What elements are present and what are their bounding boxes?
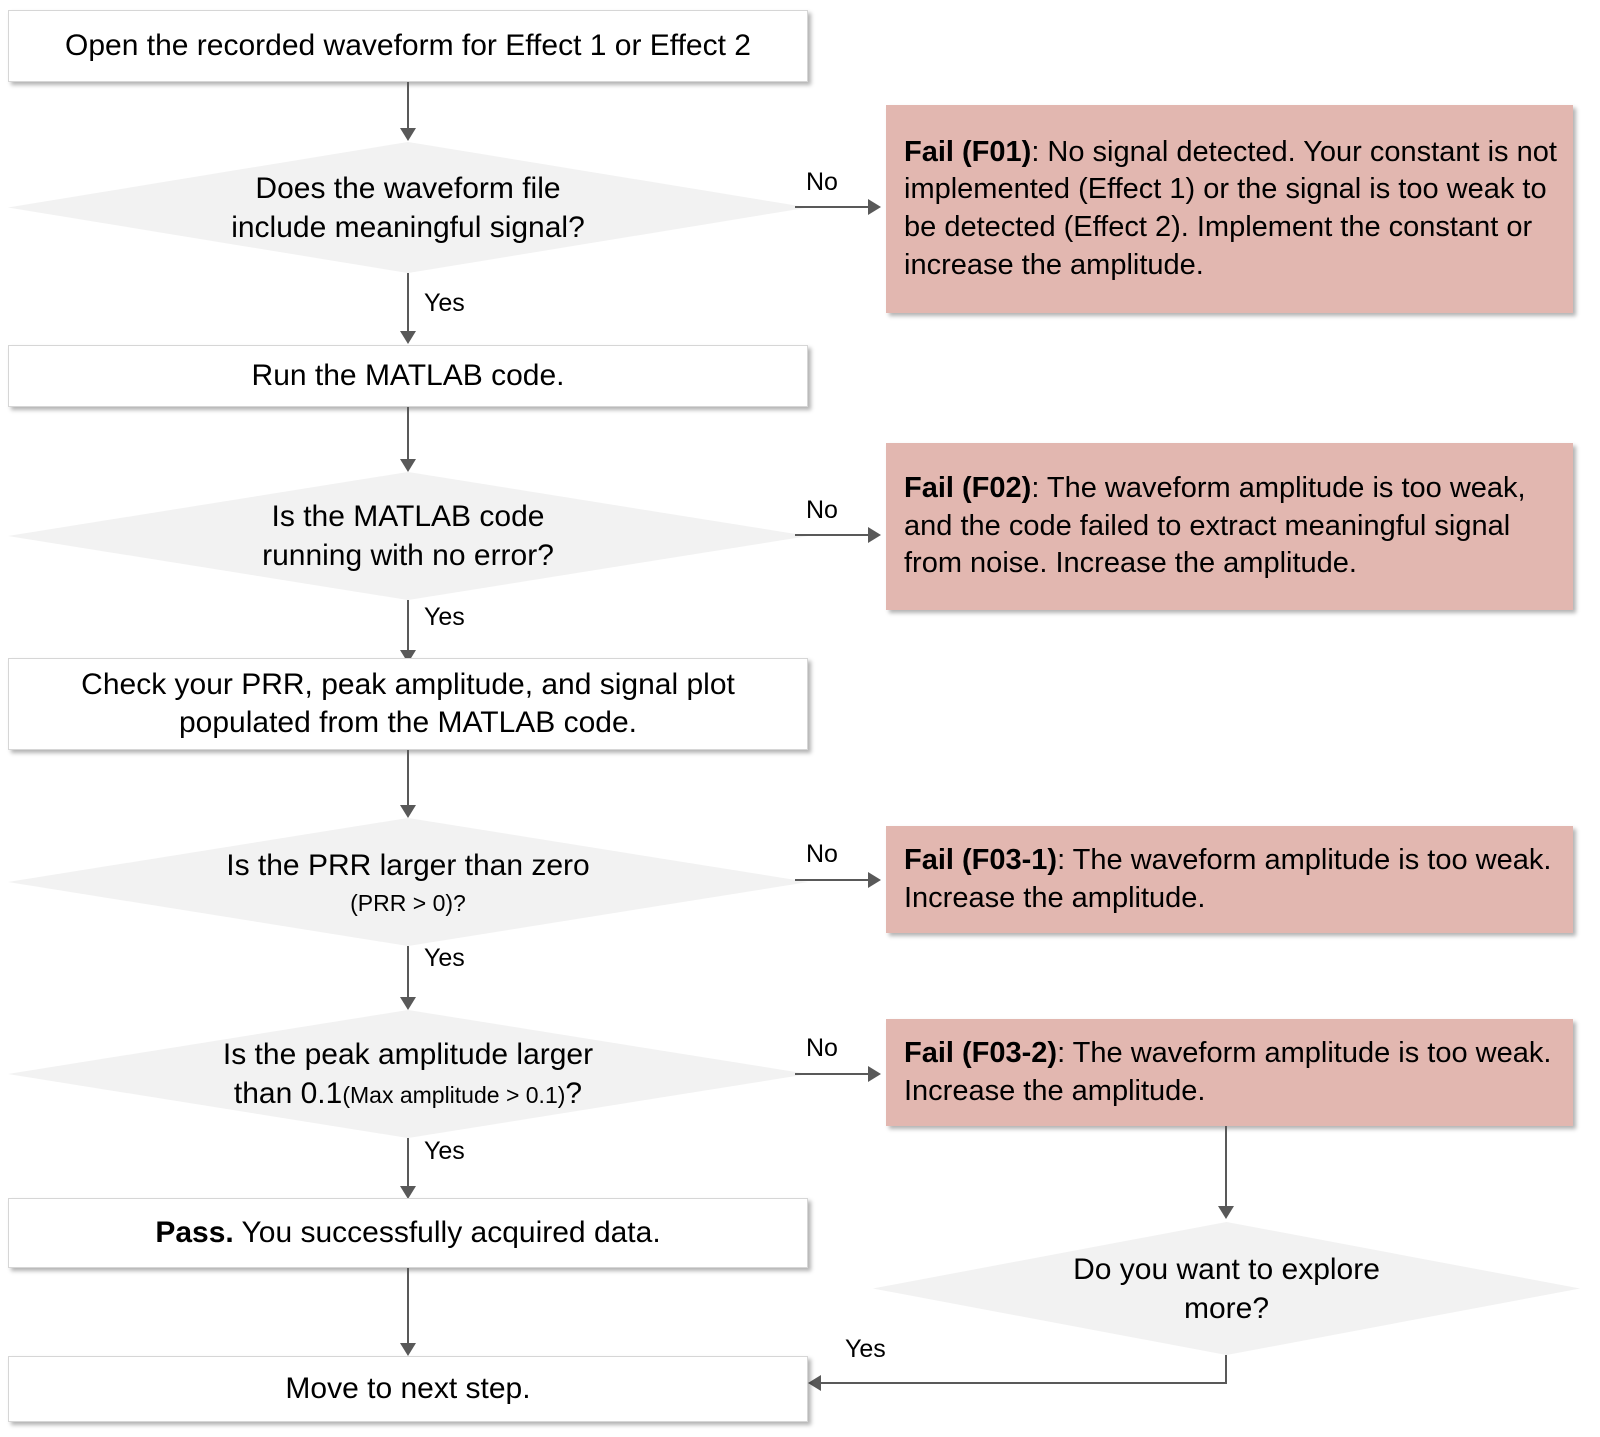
arrowhead-f032-to-explore — [1218, 1206, 1234, 1219]
edge-label-no-1: No — [806, 168, 838, 196]
arrowhead-open-to-d1 — [400, 128, 416, 141]
edge-label-yes-2: Yes — [424, 603, 465, 631]
process-move-next-step-label: Move to next step. — [285, 1371, 531, 1405]
process-pass-rest: You successfully acquired data. — [233, 1215, 661, 1249]
fail-box-f02-label: Fail (F02) — [904, 471, 1032, 504]
edge-label-no-2: No — [806, 496, 838, 524]
connector-explore-yes-horizontal — [820, 1382, 1226, 1384]
process-check-outputs-label: Check your PRR, peak amplitude, and sign… — [81, 666, 735, 743]
connector-d4-no — [795, 1073, 870, 1075]
decision-explore-more[interactable]: Do you want to explore more? — [873, 1222, 1580, 1355]
connector-d2-no — [795, 534, 870, 536]
process-pass-label: Pass. You successfully acquired data. — [155, 1214, 660, 1252]
arrowhead-run-to-d2 — [400, 459, 416, 472]
decision-prr-greater-zero-shape — [8, 818, 808, 946]
fail-box-f03-1[interactable]: Fail (F03-1): The waveform amplitude is … — [886, 826, 1573, 933]
process-check-outputs-line2: populated from the MATLAB code. — [178, 706, 638, 739]
process-open-waveform-label: Open the recorded waveform for Effect 1 … — [65, 28, 751, 62]
fail-box-f03-1-text: Fail (F03-1): The waveform amplitude is … — [904, 842, 1557, 917]
edge-label-yes-3: Yes — [424, 944, 465, 972]
edge-label-no-4: No — [806, 1034, 838, 1062]
connector-check-to-d3 — [407, 750, 409, 808]
fail-box-f01-body: : No signal detected. Your constant is n… — [904, 135, 1557, 281]
arrowhead-check-to-d3 — [400, 805, 416, 818]
arrowhead-d1-yes — [400, 331, 416, 344]
edge-label-no-3: No — [806, 840, 838, 868]
fail-box-f02-body: : The waveform amplitude is too weak, an… — [904, 471, 1526, 580]
process-move-next-step[interactable]: Move to next step. — [8, 1356, 808, 1422]
connector-d1-yes — [407, 273, 409, 333]
arrowhead-d1-no — [868, 199, 881, 215]
edge-label-yes-4: Yes — [424, 1137, 465, 1165]
process-open-waveform[interactable]: Open the recorded waveform for Effect 1 … — [8, 10, 808, 82]
connector-d3-no — [795, 879, 870, 881]
connector-pass-to-next — [407, 1268, 409, 1346]
edge-label-yes-1: Yes — [424, 289, 465, 317]
connector-d3-yes — [407, 946, 409, 1000]
decision-explore-more-shape — [873, 1222, 1580, 1355]
process-pass[interactable]: Pass. You successfully acquired data. — [8, 1198, 808, 1268]
fail-box-f02[interactable]: Fail (F02): The waveform amplitude is to… — [886, 443, 1573, 610]
arrowhead-d2-no — [868, 527, 881, 543]
fail-box-f01-text: Fail (F01): No signal detected. Your con… — [904, 134, 1557, 285]
fail-box-f03-2-body: : The waveform amplitude is too weak. In… — [904, 1036, 1552, 1107]
connector-d1-no — [795, 206, 870, 208]
decision-peak-amplitude-shape — [8, 1010, 808, 1138]
fail-box-f03-2[interactable]: Fail (F03-2): The waveform amplitude is … — [886, 1019, 1573, 1126]
decision-peak-amplitude[interactable]: Is the peak amplitude larger than 0.1(Ma… — [8, 1010, 808, 1138]
process-run-matlab-label: Run the MATLAB code. — [251, 358, 565, 392]
arrowhead-d4-no — [868, 1066, 881, 1082]
fail-box-f03-2-text: Fail (F03-2): The waveform amplitude is … — [904, 1035, 1557, 1110]
fail-box-f03-1-label: Fail (F03-1) — [904, 843, 1058, 876]
arrowhead-pass-to-next — [400, 1343, 416, 1356]
fail-box-f02-text: Fail (F02): The waveform amplitude is to… — [904, 470, 1557, 583]
connector-explore-yes-vertical — [1225, 1355, 1227, 1384]
process-run-matlab[interactable]: Run the MATLAB code. — [8, 345, 808, 407]
connector-d4-yes — [407, 1138, 409, 1189]
fail-box-f01[interactable]: Fail (F01): No signal detected. Your con… — [886, 105, 1573, 313]
decision-matlab-no-error[interactable]: Is the MATLAB code running with no error… — [8, 472, 808, 600]
arrowhead-d3-yes — [400, 997, 416, 1010]
fail-box-f01-label: Fail (F01) — [904, 135, 1032, 168]
process-check-outputs-line1: Check your PRR, peak amplitude, and sign… — [81, 667, 735, 701]
decision-meaningful-signal[interactable]: Does the waveform file include meaningfu… — [8, 142, 808, 273]
arrowhead-d3-no — [868, 872, 881, 888]
process-pass-bold: Pass. — [155, 1215, 234, 1249]
decision-prr-greater-zero[interactable]: Is the PRR larger than zero (PRR > 0)? — [8, 818, 808, 946]
fail-box-f03-2-label: Fail (F03-2) — [904, 1036, 1058, 1069]
edge-label-yes-explore: Yes — [845, 1335, 886, 1363]
decision-matlab-no-error-shape — [8, 472, 808, 600]
process-check-outputs[interactable]: Check your PRR, peak amplitude, and sign… — [8, 658, 808, 750]
fail-box-f03-1-body: : The waveform amplitude is too weak. In… — [904, 843, 1552, 914]
arrowhead-explore-yes — [808, 1375, 821, 1391]
connector-open-to-d1 — [407, 82, 409, 131]
decision-meaningful-signal-shape — [8, 142, 808, 273]
connector-d2-yes — [407, 600, 409, 653]
connector-run-to-d2 — [407, 407, 409, 462]
connector-f032-to-explore — [1225, 1126, 1227, 1208]
arrowhead-d4-yes — [400, 1186, 416, 1199]
